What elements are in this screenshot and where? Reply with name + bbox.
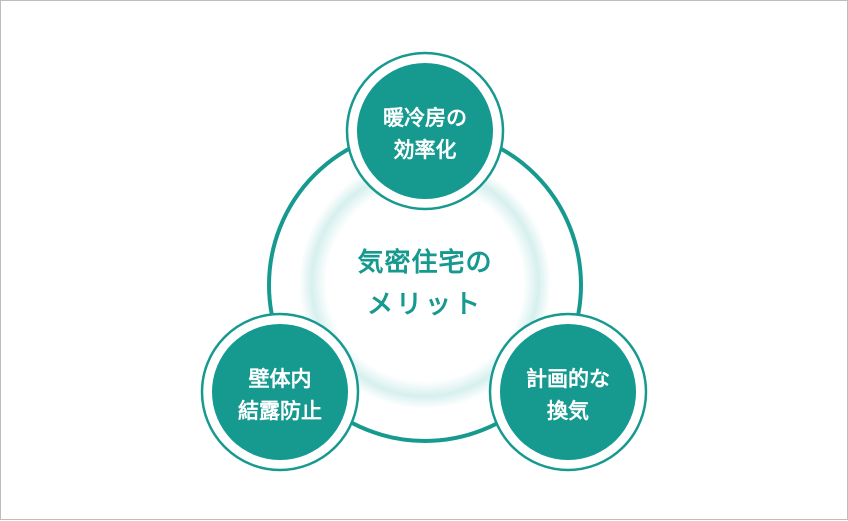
node-planned-ventilation: 計画的な 換気 <box>488 312 648 472</box>
node-condensation-prevention: 壁体内 結露防止 <box>200 312 360 472</box>
center-title-line-2: メリット <box>367 290 483 320</box>
node-label-line-1: 暖冷房の <box>383 106 467 130</box>
node-label-line-2: 効率化 <box>394 138 457 162</box>
node-label-line-1: 壁体内 <box>249 367 312 391</box>
node-heating-efficiency: 暖冷房の 効率化 <box>345 51 505 211</box>
center-title-line-1: 気密住宅の <box>357 247 492 278</box>
node-label-line-2: 結露防止 <box>238 399 322 423</box>
center-glow <box>299 157 551 409</box>
node-label-line-2: 換気 <box>547 399 589 423</box>
node-label-line-1: 計画的な <box>526 367 610 391</box>
